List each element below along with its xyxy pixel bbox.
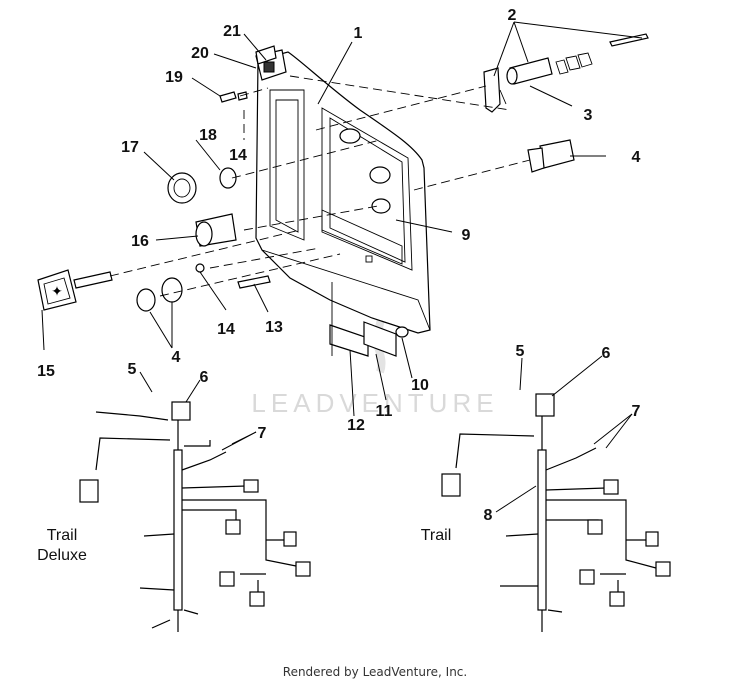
caption-trail: Trail: [421, 527, 452, 544]
caption-trail-deluxe-line1: Trail: [47, 527, 78, 544]
callout-8: 8: [484, 507, 493, 524]
toggle-switch: [527, 139, 575, 173]
callout-15: 15: [37, 363, 55, 380]
dash-panel: [255, 49, 431, 334]
small-screws: [219, 91, 248, 103]
callout-14-top: 14: [229, 147, 247, 164]
callout-1: 1: [354, 25, 363, 42]
callout-4-top: 4: [632, 149, 641, 166]
watermark-text: LEADVENTURE: [251, 388, 498, 418]
svg-text:✦: ✦: [51, 284, 63, 300]
callout-21: 21: [223, 23, 241, 40]
harness-trail-deluxe: [79, 401, 311, 632]
callout-20: 20: [191, 45, 209, 62]
callout-19: 19: [165, 69, 183, 86]
callout-6-right: 6: [602, 345, 611, 362]
callout-13: 13: [265, 319, 283, 336]
callout-18: 18: [199, 127, 217, 144]
callout-2: 2: [508, 7, 517, 24]
callout-7-left: 7: [258, 425, 267, 442]
footer-credit: Rendered by LeadVenture, Inc.: [282, 665, 468, 679]
callout-3: 3: [584, 107, 593, 124]
plunger-switch: [483, 33, 649, 113]
callout-16: 16: [131, 233, 149, 250]
callout-12: 12: [347, 417, 365, 434]
harness-trail: [441, 393, 671, 632]
callout-14-bottom: 14: [217, 321, 235, 338]
caption-trail-deluxe-line2: Deluxe: [37, 547, 87, 564]
callout-4-bottom: 4: [172, 349, 181, 366]
variant-captions: Trail Deluxe Trail: [37, 527, 451, 564]
ignition-parts: [136, 45, 277, 312]
assembly-lines: [109, 75, 531, 297]
callout-10: 10: [411, 377, 429, 394]
mount-bracket: [329, 282, 409, 357]
callout-11: 11: [376, 403, 393, 420]
callout-5-right: 5: [516, 343, 525, 360]
callout-9: 9: [462, 227, 471, 244]
leader-lines: [41, 21, 643, 513]
ignition-key: ✦: [37, 269, 113, 311]
callout-5-left: 5: [128, 361, 137, 378]
callout-17: 17: [121, 139, 139, 156]
callout-6-left: 6: [200, 369, 209, 386]
callout-labels: 1 2 3 4 21 20 19 18 14 17 16 9 14 13 4 1…: [37, 7, 640, 524]
callout-7-right: 7: [632, 403, 641, 420]
